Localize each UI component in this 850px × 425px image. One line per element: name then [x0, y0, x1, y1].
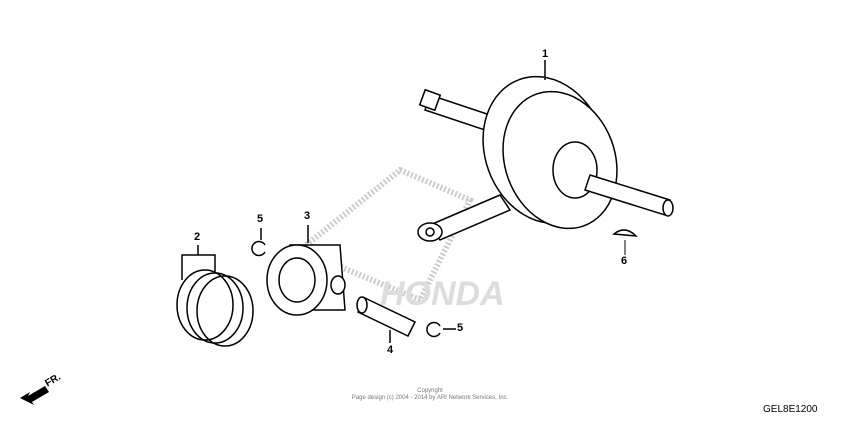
callout-2[interactable]: 2	[194, 231, 201, 243]
crankshaft-drawing	[417, 60, 674, 242]
piston-rings-drawing	[176, 245, 254, 347]
callout-5-lower[interactable]: 5	[457, 322, 464, 334]
callout-3[interactable]: 3	[304, 210, 311, 222]
copyright-line-1: Copyright	[417, 388, 443, 394]
callout-4[interactable]: 4	[387, 344, 394, 356]
svg-text:HONDA: HONDA	[380, 275, 505, 313]
diagram-code: GEL8E1200	[763, 404, 818, 415]
copyright: Copyright Page design (c) 2004 - 2014 by…	[320, 388, 540, 402]
callout-1[interactable]: 1	[542, 48, 549, 60]
copyright-line-2: Page design (c) 2004 - 2014 by ARI Netwo…	[351, 395, 509, 401]
woodruff-key-drawing	[612, 229, 638, 237]
honda-watermark-logo: HONDA	[294, 166, 505, 313]
callout-5-upper[interactable]: 5	[257, 213, 264, 225]
piston-drawing	[266, 225, 346, 316]
front-direction-arrow-icon	[20, 386, 49, 405]
callout-6[interactable]: 6	[621, 255, 628, 267]
piston-pin-drawing	[356, 296, 417, 343]
clip-drawings	[251, 228, 456, 338]
